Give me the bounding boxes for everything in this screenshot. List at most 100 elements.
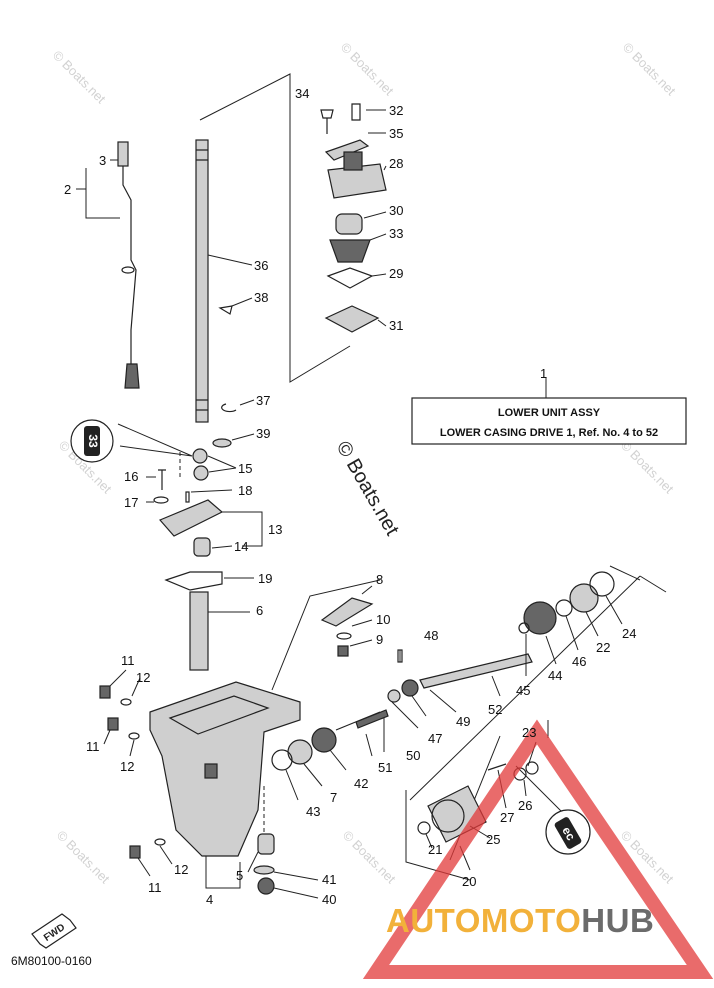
grease-pointer <box>117 423 193 457</box>
callout-28: 28 <box>389 156 403 171</box>
lower-casing-drain <box>204 763 218 779</box>
callout-40: 40 <box>322 892 336 907</box>
driveshaft-group-frame <box>199 73 351 383</box>
callout-16: 16 <box>124 469 138 484</box>
cross-pin <box>387 689 401 703</box>
callout-31: 31 <box>389 318 403 333</box>
shaft-leaders <box>285 595 623 801</box>
bolt-21 <box>417 821 431 835</box>
woodruff-key <box>218 305 233 315</box>
grease-marker-33: 33 <box>70 419 193 463</box>
leader-10 <box>351 619 373 627</box>
callout-23: 23 <box>522 725 536 740</box>
bolt-16 <box>158 469 166 490</box>
bearing-housing <box>158 499 224 537</box>
trim-tab-frame <box>271 579 381 691</box>
forward-gear <box>311 727 337 753</box>
automotohub-logo: AUTOMOTOHUB <box>386 902 708 950</box>
callout-44: 44 <box>548 668 562 683</box>
leader-36 <box>207 254 253 266</box>
watermark: © Boats.net <box>54 828 113 887</box>
callout-13: 13 <box>268 522 282 537</box>
warning-triangle-icon <box>362 719 714 979</box>
leader-39 <box>231 433 255 441</box>
callout-32: 32 <box>389 103 403 118</box>
pump-housing-top <box>343 151 363 171</box>
callout-33: 33 <box>389 226 403 241</box>
shim-43 <box>271 749 293 771</box>
trim-tab <box>320 597 374 627</box>
gasket <box>326 267 374 289</box>
washer-12 <box>154 838 166 846</box>
pinion-40 <box>257 877 275 895</box>
leader-11 <box>103 729 111 745</box>
leader-18 <box>190 489 233 493</box>
washer-17 <box>153 496 169 504</box>
bolt-34 <box>320 109 334 134</box>
washer-12 <box>128 732 140 740</box>
pump-housing <box>327 163 387 199</box>
ec-pointer <box>515 765 569 819</box>
callout-30: 30 <box>389 203 403 218</box>
circlip <box>221 403 237 413</box>
grease-label: 33 <box>86 434 100 448</box>
callout-52: 52 <box>488 702 502 717</box>
washer-23 <box>525 761 539 775</box>
callout-25: 25 <box>486 832 500 847</box>
callout-9: 9 <box>376 632 383 647</box>
leader-37 <box>239 399 255 406</box>
callout-46: 46 <box>572 654 586 669</box>
impeller <box>329 239 371 263</box>
callout-10: 10 <box>376 612 390 627</box>
callout-35: 35 <box>389 126 403 141</box>
watermark: © Boats.net <box>618 438 677 497</box>
brand-auto: AUTO <box>386 902 481 939</box>
shim-45 <box>518 622 530 634</box>
shift-rod-shaft <box>122 166 137 364</box>
washer-46 <box>555 599 573 617</box>
callout-26: 26 <box>518 798 532 813</box>
leader-12 <box>129 739 135 757</box>
watermark: © Boats.net <box>340 828 399 887</box>
o-ring-24 <box>589 571 615 597</box>
plate-35 <box>324 139 370 161</box>
diagram-reference-code: 6M80100-0160 <box>11 954 92 968</box>
propeller-shaft <box>419 653 533 689</box>
bushing-14 <box>193 537 211 557</box>
water-inlet <box>257 833 275 855</box>
callout-12b: 12 <box>120 759 134 774</box>
callout-48: 48 <box>424 628 438 643</box>
leader-41 <box>273 871 319 881</box>
callout-29: 29 <box>389 266 403 281</box>
watermark: © Boats.net <box>338 40 397 99</box>
lower-casing-top <box>168 695 270 735</box>
leader-2 <box>76 168 120 219</box>
shift-rod-end <box>124 363 140 389</box>
reverse-gear <box>523 601 557 635</box>
leader-12 <box>159 845 173 865</box>
spring <box>355 709 389 729</box>
insert-cartridge <box>335 213 363 235</box>
callout-11a: 11 <box>121 653 135 668</box>
washer-10 <box>336 632 352 640</box>
water-tube <box>189 591 209 671</box>
oil-seal <box>192 448 208 464</box>
callout-5: 5 <box>236 868 243 883</box>
callout-41: 41 <box>322 872 336 887</box>
bolt-9 <box>337 645 349 657</box>
bearing-22 <box>569 583 599 613</box>
callout-51: 51 <box>378 760 392 775</box>
watermark: © Boats.net <box>50 48 109 107</box>
propeller-shaft-assembly <box>271 571 615 771</box>
shift-rod <box>117 141 140 389</box>
leader-38 <box>231 297 253 307</box>
drive-shaft-splines <box>196 149 208 411</box>
brand-hub: HUB <box>581 902 655 939</box>
callout-43: 43 <box>306 804 320 819</box>
callout-20: 20 <box>462 874 476 889</box>
watermark: © Boats.net <box>620 40 679 99</box>
shift-rod-clip <box>121 266 135 274</box>
ec-label: ec <box>559 824 578 843</box>
shift-rod-joint <box>117 141 129 167</box>
grease-marker-ec: ec <box>515 765 591 855</box>
